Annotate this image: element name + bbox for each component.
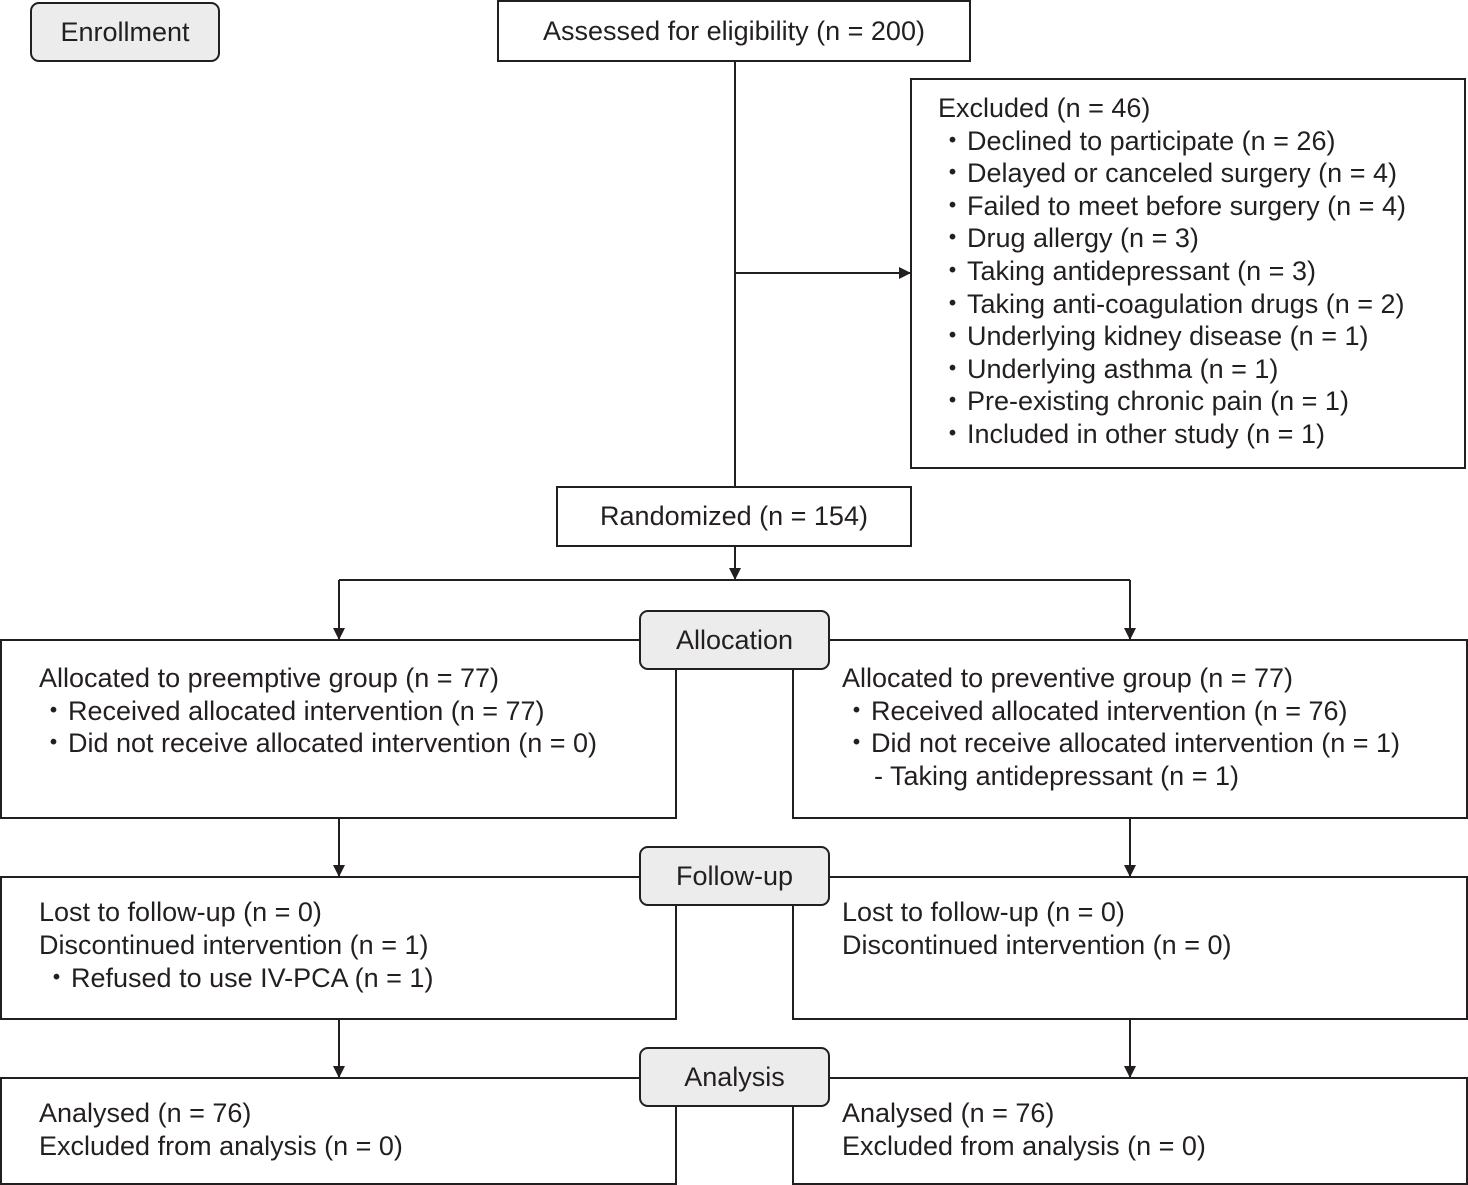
left-analysis-line: Excluded from analysis (n = 0)	[39, 1130, 403, 1161]
excluded-title: Excluded (n = 46)	[938, 93, 1151, 123]
right-allocation-box: Allocated to preventive group (n = 77) R…	[792, 639, 1468, 819]
left-follow-up-line: Lost to follow-up (n = 0)	[39, 897, 322, 927]
right-follow-up-line: Lost to follow-up (n = 0)	[842, 897, 1125, 927]
left-allocation-box: Allocated to preemptive group (n = 77) R…	[0, 639, 677, 819]
stage-label-analysis-text: Analysis	[684, 1061, 785, 1092]
excluded-reason: Included in other study (n = 1)	[938, 418, 1325, 451]
excluded-reason: Drug allergy (n = 3)	[938, 222, 1199, 255]
excluded-reason: Underlying kidney disease (n = 1)	[938, 320, 1368, 353]
excluded-reason: Taking anti-coagulation drugs (n = 2)	[938, 288, 1405, 321]
right-follow-up-line: Discontinued intervention (n = 0)	[842, 929, 1232, 960]
stage-label-follow-up-text: Follow-up	[675, 860, 794, 891]
excluded-box: Excluded (n = 46) Declined to participat…	[910, 78, 1466, 469]
stage-label-follow-up: Follow-up	[639, 846, 830, 906]
excluded-reason: Failed to meet before surgery (n = 4)	[938, 190, 1406, 223]
stage-label-enrollment: Enrollment	[30, 2, 220, 62]
assessed-text: Assessed for eligibility (n = 200)	[543, 15, 925, 46]
left-follow-up-box: Lost to follow-up (n = 0) Discontinued i…	[0, 876, 677, 1020]
randomized-box: Randomized (n = 154)	[556, 486, 912, 547]
excluded-reason: Pre-existing chronic pain (n = 1)	[938, 385, 1349, 418]
stage-label-allocation: Allocation	[639, 610, 830, 670]
excluded-reason: Delayed or canceled surgery (n = 4)	[938, 157, 1397, 190]
right-analysis-line: Excluded from analysis (n = 0)	[842, 1130, 1206, 1161]
left-analysis-line: Analysed (n = 76)	[39, 1098, 252, 1128]
right-analysis-line: Analysed (n = 76)	[842, 1098, 1055, 1128]
stage-label-analysis: Analysis	[639, 1047, 830, 1107]
assessed-box: Assessed for eligibility (n = 200)	[497, 0, 971, 62]
excluded-reason: Taking antidepressant (n = 3)	[938, 255, 1316, 288]
excluded-reason: Underlying asthma (n = 1)	[938, 353, 1278, 386]
left-follow-up-line: Discontinued intervention (n = 1)	[39, 929, 429, 960]
left-follow-up-item: Refused to use IV-PCA (n = 1)	[42, 962, 433, 995]
left-allocation-title: Allocated to preemptive group (n = 77)	[39, 663, 500, 693]
randomized-text: Randomized (n = 154)	[600, 501, 868, 531]
right-allocation-item: Did not receive allocated intervention (…	[842, 727, 1400, 760]
stage-label-allocation-text: Allocation	[675, 624, 794, 655]
excluded-reason: Declined to participate (n = 26)	[938, 125, 1335, 158]
right-analysis-box: Analysed (n = 76) Excluded from analysis…	[792, 1077, 1468, 1185]
left-analysis-box: Analysed (n = 76) Excluded from analysis…	[0, 1077, 677, 1185]
left-allocation-item: Did not receive allocated intervention (…	[39, 727, 597, 760]
right-allocation-title: Allocated to preventive group (n = 77)	[842, 663, 1294, 693]
left-allocation-item: Received allocated intervention (n = 77)	[39, 695, 545, 728]
stage-label-enrollment-text: Enrollment	[60, 16, 190, 47]
right-allocation-sub-item: Taking antidepressant (n = 1)	[874, 760, 1239, 793]
right-allocation-item: Received allocated intervention (n = 76)	[842, 695, 1348, 728]
right-follow-up-box: Lost to follow-up (n = 0) Discontinued i…	[792, 876, 1468, 1020]
